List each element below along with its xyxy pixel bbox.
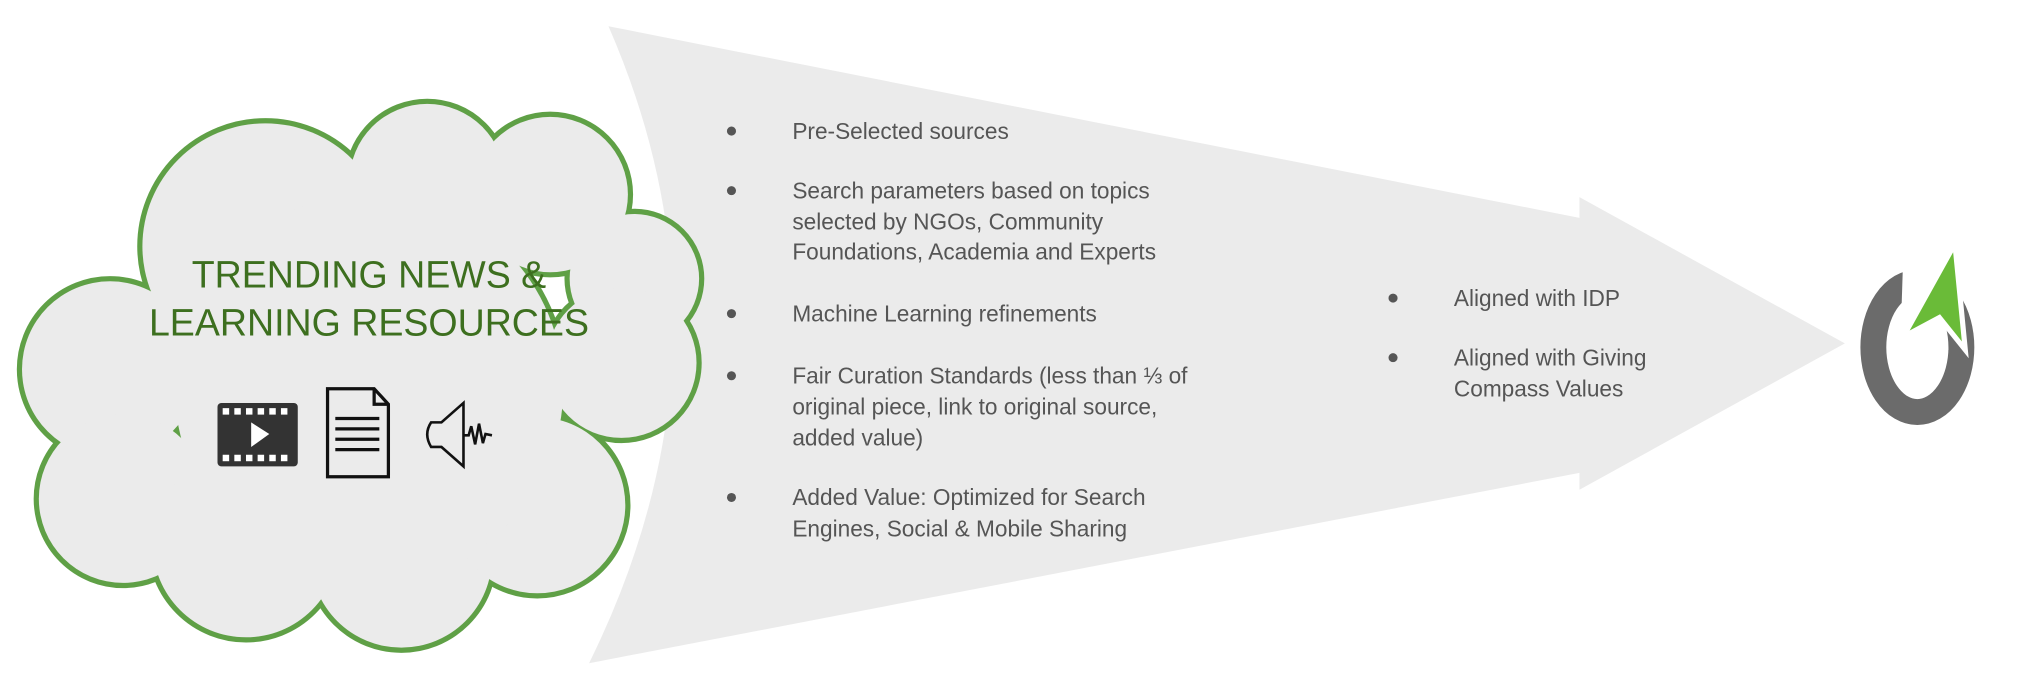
bullet-text: Engines, Social & Mobile Sharing: [792, 515, 1127, 541]
bullet-item: Fair Curation Standards (less than ⅓ of …: [726, 363, 1188, 451]
bullet-text: selected by NGOs, Community: [792, 208, 1103, 234]
bullet-text: Compass Values: [1454, 375, 1623, 401]
bullet-item: Search parameters based on topics select…: [726, 177, 1156, 264]
bullet-item: Aligned with IDP: [1388, 285, 1620, 311]
bullet-dot: [726, 371, 737, 381]
process-bullet-list: Pre-Selected sources Search parameters b…: [726, 118, 1188, 541]
bullet-dot: [1388, 353, 1398, 363]
bullet-text: Search parameters based on topics: [792, 177, 1149, 203]
bullet-dot: [1388, 293, 1398, 303]
cloud-shape: [16, 98, 705, 653]
process-arrow: [589, 26, 1845, 664]
bullet-text: Aligned with IDP: [1454, 285, 1620, 311]
bullet-text: Foundations, Academia and Experts: [792, 238, 1156, 264]
bullet-item: Added Value: Optimized for Search Engine…: [726, 484, 1146, 541]
audio-speaker-icon: [425, 400, 493, 470]
video-icon: [217, 402, 298, 467]
bullet-text: original piece, link to original source,: [792, 394, 1157, 420]
bullet-item: Aligned with Giving Compass Values: [1388, 344, 1647, 401]
bullet-text: Machine Learning refinements: [792, 300, 1097, 326]
bullet-text: Added Value: Optimized for Search: [792, 484, 1145, 510]
cloud-title-line2: LEARNING RESOURCES: [149, 302, 589, 344]
bullet-dot: [726, 309, 737, 319]
bullet-item: Machine Learning refinements: [726, 300, 1097, 326]
bullet-dot: [726, 126, 737, 136]
bullet-item: Pre-Selected sources: [726, 118, 1009, 144]
giving-compass-logo: [1860, 235, 1975, 425]
bullet-text: Fair Curation Standards (less than ⅓ of: [792, 363, 1188, 389]
document-icon: [325, 387, 391, 479]
bullet-text: Aligned with Giving: [1454, 344, 1647, 370]
bullet-dot: [726, 186, 737, 196]
cloud-title-line1: TRENDING NEWS &: [192, 254, 546, 296]
alignment-bullet-list: Aligned with IDP Aligned with Giving Com…: [1388, 285, 1647, 401]
bullet-text: Pre-Selected sources: [792, 118, 1008, 144]
bullet-dot: [726, 492, 737, 503]
bullet-text: added value): [792, 425, 923, 451]
